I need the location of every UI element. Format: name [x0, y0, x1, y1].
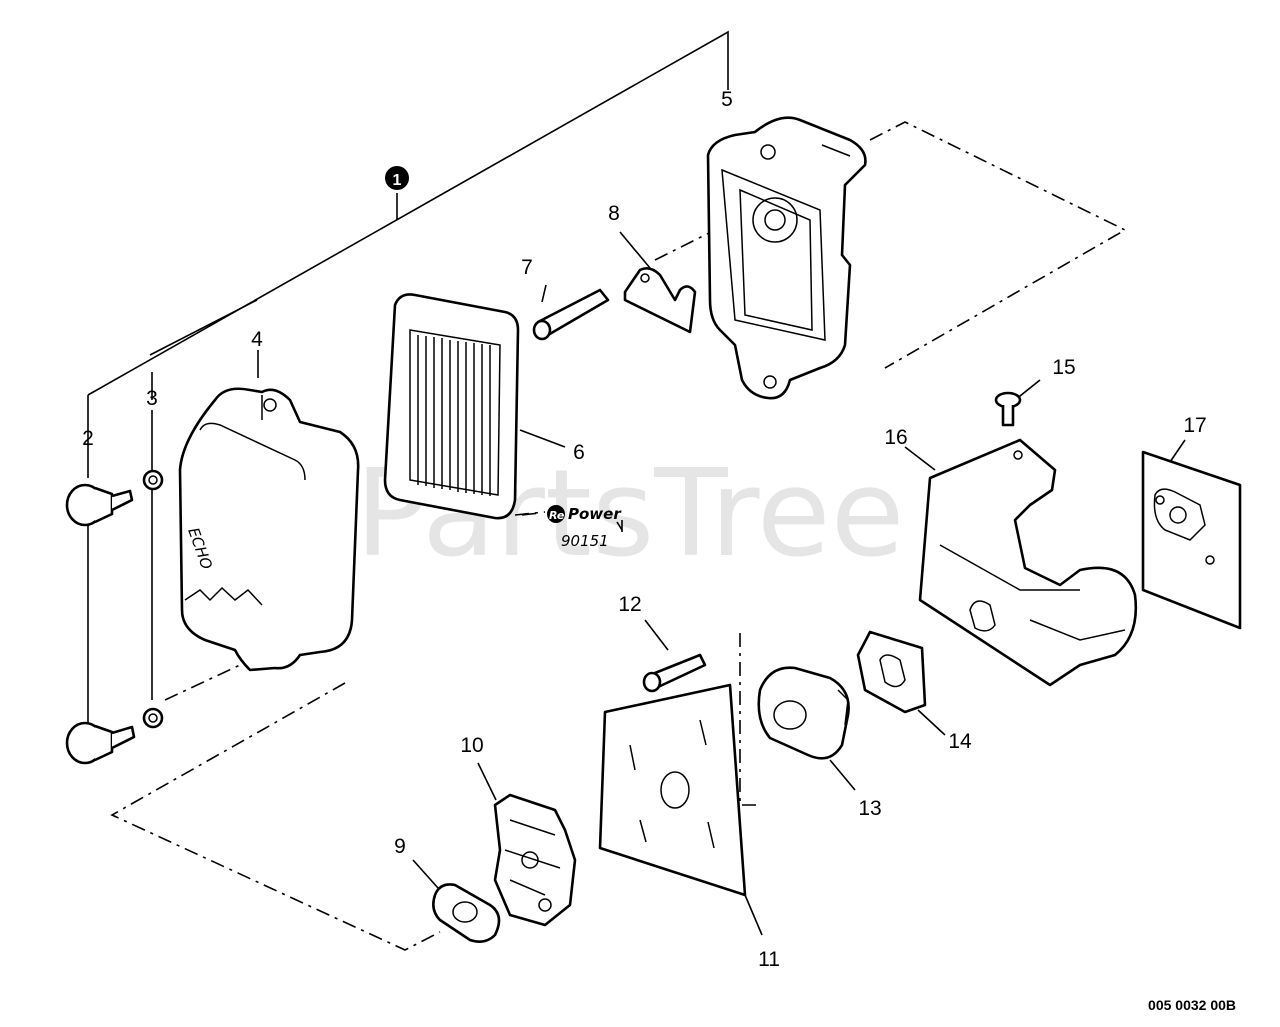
gasket-part-17 [1141, 450, 1242, 630]
repower-word: Power [568, 505, 622, 523]
callout-4[interactable]: 4 [251, 328, 263, 351]
callout-6[interactable]: 6 [573, 441, 585, 464]
case-part-5 [706, 116, 867, 400]
svg-text:1: 1 [393, 172, 402, 189]
insulator-part-13 [757, 666, 850, 760]
callout-2[interactable]: 2 [82, 427, 94, 450]
cover-part-4: ECHO [178, 387, 360, 672]
callout-12[interactable]: 12 [618, 593, 641, 616]
callout-7[interactable]: 7 [521, 256, 533, 279]
filter-part-6 [383, 293, 520, 520]
leader-lines [257, 231, 1186, 936]
repower-logo: Re Power [521, 505, 623, 532]
callout-10[interactable]: 10 [460, 734, 483, 757]
gasket-part-9 [432, 883, 501, 943]
repower-part-number: 90151 [561, 532, 609, 550]
dash-guides [110, 121, 1127, 951]
callout-11[interactable]: 11 [758, 948, 780, 971]
screw-part-15 [994, 391, 1022, 427]
callout-13[interactable]: 13 [858, 797, 881, 820]
muffler-cover-part-16 [918, 438, 1138, 687]
drawing-code: 005 0032 00B [1148, 997, 1236, 1013]
repower-icon [547, 505, 565, 523]
callout-14[interactable]: 14 [948, 730, 972, 753]
assembly-bracket [87, 30, 729, 730]
svg-text:Re: Re [549, 509, 565, 522]
plate-part-11 [598, 683, 747, 897]
callout-15[interactable]: 15 [1052, 356, 1075, 379]
bolt-part-12 [642, 653, 707, 693]
callout-9[interactable]: 9 [394, 835, 406, 858]
callout-1[interactable]: 1 [385, 166, 409, 190]
washer-part-3 [142, 469, 164, 729]
callout-16[interactable]: 16 [884, 426, 907, 449]
callout-3[interactable]: 3 [146, 387, 158, 410]
carburetor-part-10 [493, 793, 577, 927]
callout-5[interactable]: 5 [721, 88, 733, 111]
callout-8[interactable]: 8 [608, 202, 620, 225]
knob-part-2 [65, 483, 136, 765]
bolt-part-7 [532, 288, 610, 341]
bracket-part-8 [623, 267, 697, 334]
callout-17[interactable]: 17 [1183, 414, 1206, 437]
gasket-part-14 [856, 630, 927, 714]
